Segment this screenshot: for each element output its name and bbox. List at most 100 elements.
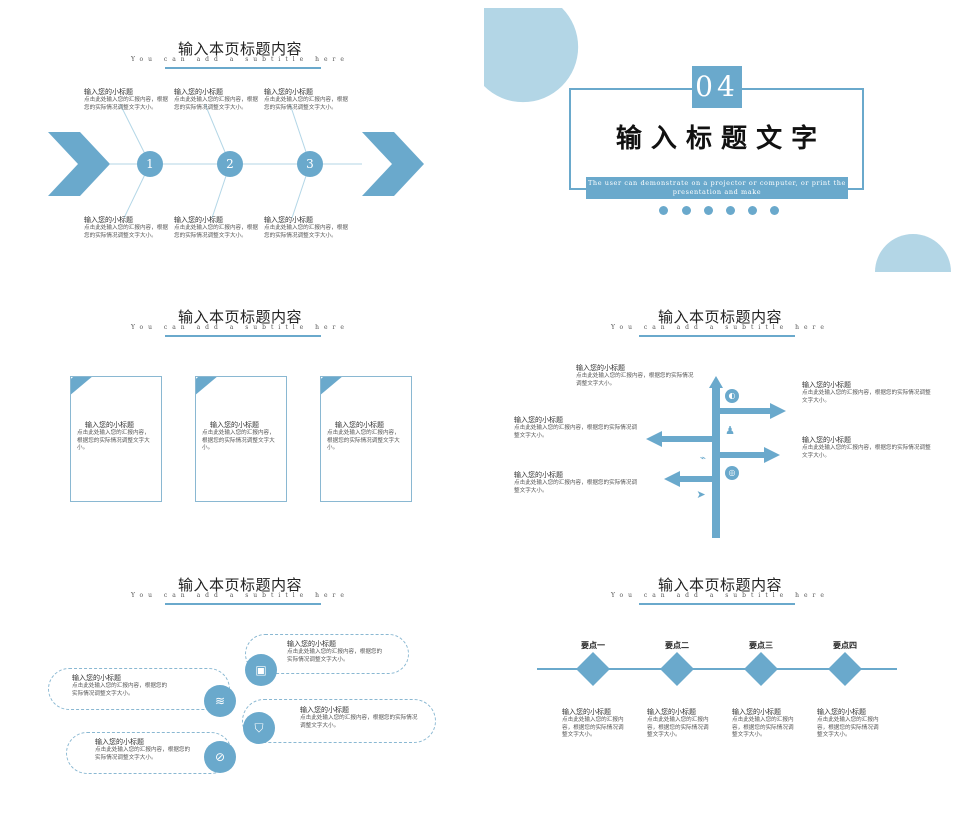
left-arrow-2-head <box>664 471 680 487</box>
page-subtitle: You can add a subtitle here <box>131 56 349 63</box>
slide-three-cards: 输入本页标题内容 You can add a subtitle here 输入您… <box>0 272 480 544</box>
key-point-item-3: 输入您的小标题 点击此处输入您的汇报内容，根据您的实际情况调整文字大小。 <box>732 708 796 740</box>
signpost-pole <box>712 388 720 538</box>
dot <box>704 206 713 215</box>
item-title: 输入您的小标题 <box>264 88 313 96</box>
dot <box>682 206 691 215</box>
item-title: 输入您的小标题 <box>264 216 313 224</box>
pill-item-2: 输入您的小标题 点击此处输入您的汇报内容，根据您的实际情况调整文字大小。 <box>72 674 168 698</box>
info-card-1: 输入您的小标题 点击此处输入您的汇报内容，根据您的实际情况调整文字大小。 <box>70 376 162 502</box>
title-underline <box>639 603 795 605</box>
card-desc: 点击此处输入您的汇报内容，根据您的实际情况调整文字大小。 <box>327 430 400 452</box>
slide-dashed-pills: 输入本页标题内容 You can add a subtitle here ▣ ≋… <box>0 544 480 816</box>
item-title: 输入您的小标题 <box>300 706 349 714</box>
right-arrow-1-head <box>770 403 786 419</box>
bottom-half-circle <box>875 234 951 272</box>
item-desc: 点击此处输入您的汇报内容，根据您的实际情况调整文字大小。 <box>802 445 931 459</box>
card-content: 输入您的小标题 点击此处输入您的汇报内容，根据您的实际情况调整文字大小。 <box>77 421 155 453</box>
item-desc: 点击此处输入您的汇报内容，根据您的实际情况调整文字大小。 <box>514 425 638 439</box>
item-title: 输入您的小标题 <box>576 364 625 372</box>
item-desc: 点击此处输入您的汇报内容，根据您的实际情况调整文字大小。 <box>562 717 624 739</box>
card-title: 输入您的小标题 <box>335 421 384 429</box>
dot <box>726 206 735 215</box>
english-caption: The user can demonstrate on a projector … <box>586 177 848 199</box>
pill-frame-1 <box>245 634 409 674</box>
signpost-item-1: 输入您的小标题 点击此处输入您的汇报内容，根据您的实际情况调整文字大小。 <box>576 364 698 388</box>
timeline-line <box>537 668 897 670</box>
item-title: 输入您的小标题 <box>732 708 781 716</box>
key-point-label-2: 要点二 <box>665 641 689 650</box>
plane-icon: ➤ <box>696 488 706 501</box>
page-subtitle: You can add a subtitle here <box>611 324 829 331</box>
page-subtitle: You can add a subtitle here <box>611 592 829 599</box>
item-desc: 点击此处输入您的汇报内容，根据您的实际情况调整文字大小。 <box>817 717 879 739</box>
target-icon: ◎ <box>725 466 739 480</box>
slide-key-points: 输入本页标题内容 You can add a subtitle here 要点一… <box>480 544 960 816</box>
item-desc: 点击此处输入您的汇报内容，根据您的实际情况调整文字大小。 <box>95 747 191 761</box>
page-title: 输入本页标题内容 <box>657 576 782 594</box>
fishbone-top-item-2: 输入您的小标题 点击此处输入您的汇报内容，根据您的实际情况调整文字大小。 <box>174 88 260 112</box>
page-title: 输入本页标题内容 <box>177 40 302 58</box>
item-title: 输入您的小标题 <box>174 216 223 224</box>
title-underline <box>165 335 321 337</box>
ban-icon: ⊘ <box>204 741 236 773</box>
right-chevron <box>362 132 424 196</box>
item-title: 输入您的小标题 <box>562 708 611 716</box>
step-number-1: 1 <box>137 151 163 177</box>
info-card-3: 输入您的小标题 点击此处输入您的汇报内容，根据您的实际情况调整文字大小。 <box>320 376 412 502</box>
fishbone-diagram <box>48 103 424 219</box>
section-heading: 输 入 标 题 文 字 <box>615 124 818 154</box>
step-number-3: 3 <box>297 151 323 177</box>
card-corner-ribbon <box>321 377 352 399</box>
item-desc: 点击此处输入您的汇报内容，根据您的实际情况调整文字大小。 <box>732 717 794 739</box>
people-icon: ♟ <box>725 424 735 437</box>
section-number: 04 <box>692 66 742 108</box>
dot <box>770 206 779 215</box>
item-title: 输入您的小标题 <box>174 88 223 96</box>
title-underline <box>165 603 321 605</box>
key-point-label-1: 要点一 <box>581 641 605 650</box>
fishbone-top-item-1: 输入您的小标题 点击此处输入您的汇报内容，根据您的实际情况调整文字大小。 <box>84 88 170 112</box>
dot <box>748 206 757 215</box>
item-desc: 点击此处输入您的汇报内容，根据您的实际情况调整文字大小。 <box>576 373 694 387</box>
card-corner-ribbon <box>196 377 227 399</box>
item-title: 输入您的小标题 <box>514 471 563 479</box>
left-arrow-1-shaft <box>660 436 712 442</box>
image-icon: ▣ <box>245 654 277 686</box>
item-desc: 点击此处输入您的汇报内容，根据您的实际情况调整文字大小。 <box>72 683 168 697</box>
left-arrow-1-head <box>646 431 662 447</box>
card-content: 输入您的小标题 点击此处输入您的汇报内容，根据您的实际情况调整文字大小。 <box>327 421 405 453</box>
item-desc: 点击此处输入您的汇报内容，根据您的实际情况调整文字大小。 <box>647 717 709 739</box>
item-desc: 点击此处输入您的汇报内容，根据您的实际情况调整文字大小。 <box>84 97 168 111</box>
right-arrow-1-shaft <box>720 408 770 414</box>
key-point-diamond-1 <box>576 652 610 686</box>
title-underline <box>165 67 321 69</box>
page-title: 输入本页标题内容 <box>177 576 302 594</box>
card-title: 输入您的小标题 <box>210 421 259 429</box>
item-title: 输入您的小标题 <box>84 88 133 96</box>
key-point-item-2: 输入您的小标题 点击此处输入您的汇报内容，根据您的实际情况调整文字大小。 <box>647 708 711 740</box>
item-title: 输入您的小标题 <box>84 216 133 224</box>
signpost-item-2: 输入您的小标题 点击此处输入您的汇报内容，根据您的实际情况调整文字大小。 <box>802 381 936 405</box>
fishbone-top-item-3: 输入您的小标题 点击此处输入您的汇报内容，根据您的实际情况调整文字大小。 <box>264 88 350 112</box>
page-title: 输入本页标题内容 <box>657 308 782 326</box>
signpost-item-3: 输入您的小标题 点击此处输入您的汇报内容，根据您的实际情况调整文字大小。 <box>514 416 640 440</box>
page-title: 输入本页标题内容 <box>177 308 302 326</box>
item-desc: 点击此处输入您的汇报内容，根据您的实际情况调整文字大小。 <box>264 225 348 239</box>
signpost-diagram <box>646 376 786 538</box>
card-title: 输入您的小标题 <box>85 421 134 429</box>
shirt-icon: ⛉ <box>243 712 275 744</box>
key-point-diamond-3 <box>744 652 778 686</box>
item-title: 输入您的小标题 <box>287 640 336 648</box>
card-desc: 点击此处输入您的汇报内容，根据您的实际情况调整文字大小。 <box>202 430 275 452</box>
fishbone-bottom-item-3: 输入您的小标题 点击此处输入您的汇报内容，根据您的实际情况调整文字大小。 <box>264 216 350 240</box>
slide-fishbone: 输入本页标题内容 You can add a subtitle here 1 2… <box>0 0 480 272</box>
item-desc: 点击此处输入您的汇报内容，根据您的实际情况调整文字大小。 <box>802 390 931 404</box>
pole-top-arrow <box>709 376 723 388</box>
signpost-item-5: 输入您的小标题 点击此处输入您的汇报内容，根据您的实际情况调整文字大小。 <box>514 471 640 495</box>
item-title: 输入您的小标题 <box>647 708 696 716</box>
item-title: 输入您的小标题 <box>817 708 866 716</box>
item-desc: 点击此处输入您的汇报内容，根据您的实际情况调整文字大小。 <box>287 649 383 663</box>
slide-signpost: 输入本页标题内容 You can add a subtitle here ◐ ♟… <box>480 272 960 544</box>
step-number-2: 2 <box>217 151 243 177</box>
